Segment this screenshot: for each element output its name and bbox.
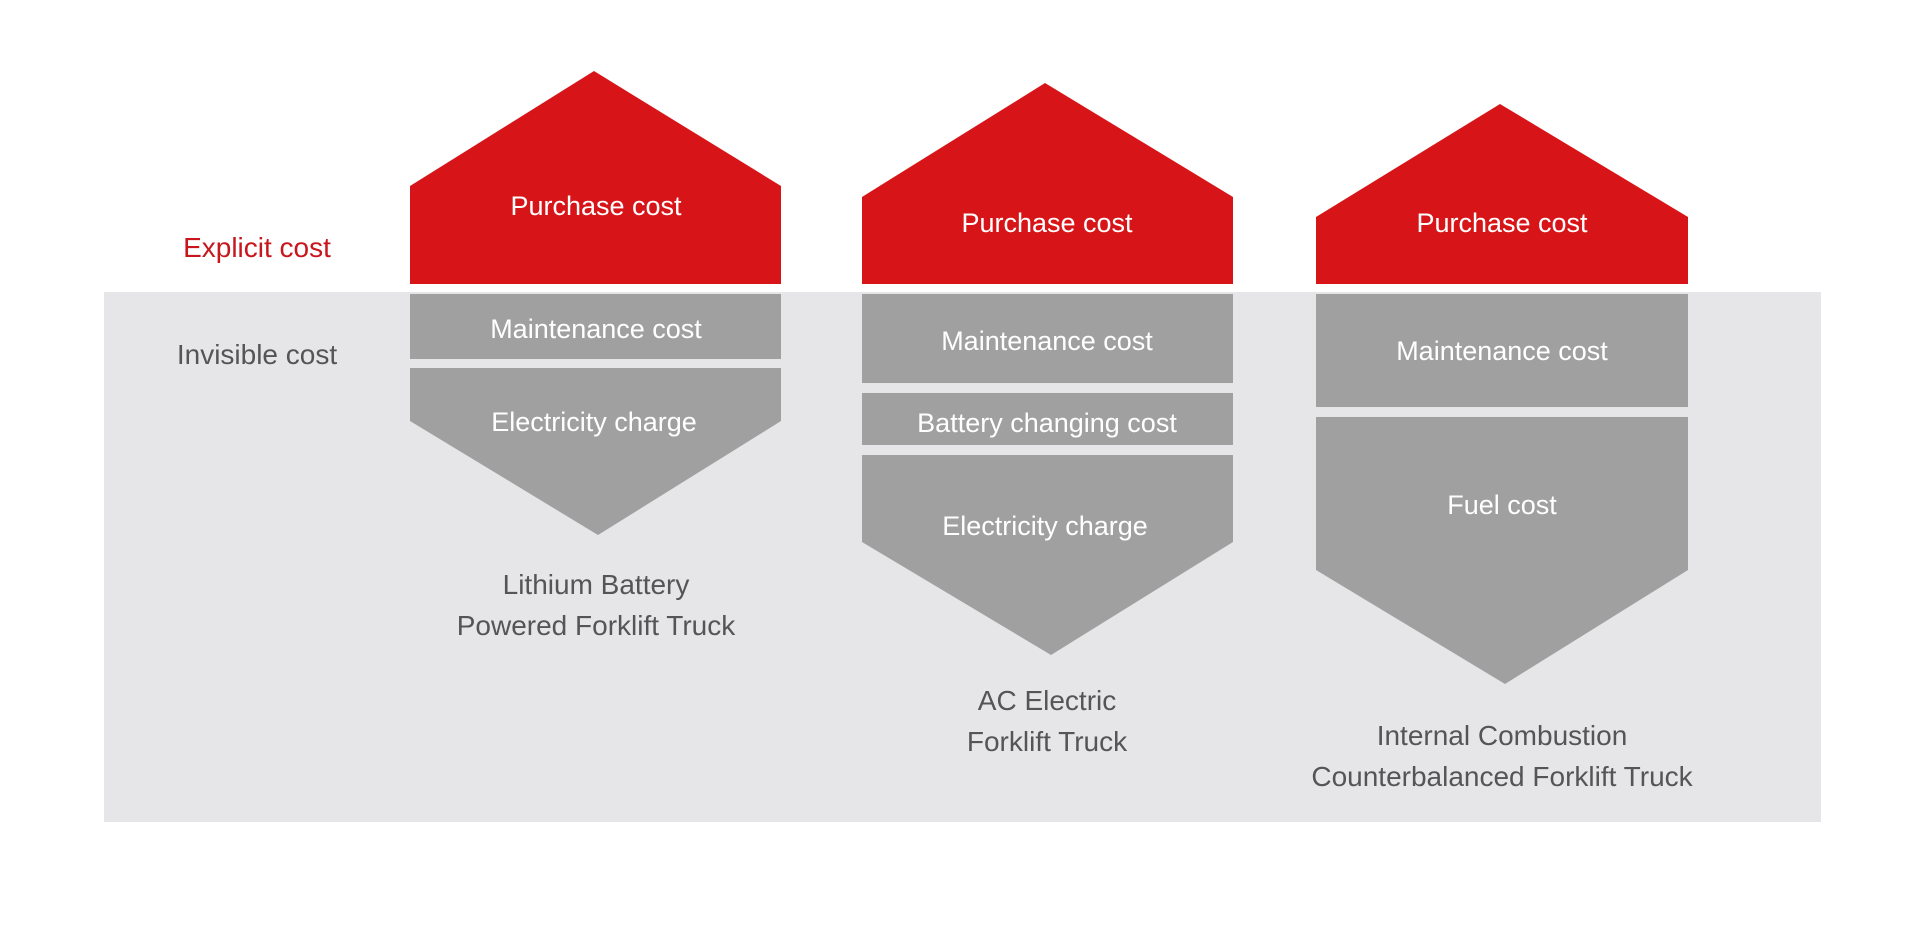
- column-lithium: Purchase cost Maintenance cost Electrici…: [410, 71, 781, 641]
- explicit-cost-label: Explicit cost: [183, 232, 331, 263]
- purchase-cost-shape: [410, 71, 781, 284]
- fuel-cost-shape: [1316, 417, 1688, 684]
- invisible-cost-label: Invisible cost: [177, 339, 338, 370]
- maintenance-cost-label: Maintenance cost: [1396, 336, 1608, 366]
- maintenance-cost-block: [410, 294, 781, 359]
- truck-caption-line-1: Internal Combustion: [1377, 720, 1628, 751]
- battery-changing-cost-block: [862, 393, 1233, 445]
- purchase-cost-shape: [862, 83, 1233, 284]
- maintenance-cost-block: [862, 294, 1233, 383]
- column-ac-electric: Purchase cost Maintenance cost Battery c…: [862, 83, 1233, 757]
- electricity-charge-shape: [410, 368, 781, 535]
- column-internal-combustion: Purchase cost Maintenance cost Fuel cost…: [1311, 104, 1694, 792]
- purchase-cost-label: Purchase cost: [510, 191, 682, 221]
- purchase-cost-shape: [1316, 104, 1688, 284]
- fuel-cost-label: Fuel cost: [1447, 490, 1557, 520]
- maintenance-cost-label: Maintenance cost: [941, 326, 1153, 356]
- maintenance-cost-label: Maintenance cost: [490, 314, 702, 344]
- truck-caption-line-1: AC Electric: [978, 685, 1116, 716]
- purchase-cost-label: Purchase cost: [1416, 208, 1588, 238]
- truck-caption-line-1: Lithium Battery: [503, 569, 690, 600]
- truck-caption-line-2: Forklift Truck: [967, 726, 1128, 757]
- maintenance-cost-block: [1316, 294, 1688, 407]
- purchase-cost-label: Purchase cost: [961, 208, 1133, 238]
- truck-caption-line-2: Counterbalanced Forklift Truck: [1311, 761, 1693, 792]
- battery-changing-cost-label: Battery changing cost: [917, 408, 1177, 438]
- electricity-charge-label: Electricity charge: [942, 511, 1148, 541]
- electricity-charge-label: Electricity charge: [491, 407, 697, 437]
- electricity-charge-shape: [862, 455, 1233, 655]
- truck-caption-line-2: Powered Forklift Truck: [457, 610, 737, 641]
